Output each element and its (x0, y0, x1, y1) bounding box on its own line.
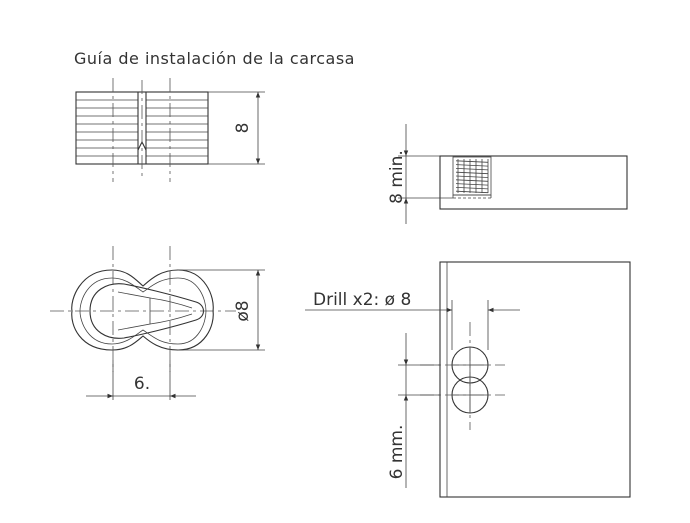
drill-callout-label: Drill x2: ø 8 (313, 290, 411, 310)
dim-min-depth-label: 8 min. (387, 150, 407, 204)
insert-side-view: 8 (75, 78, 265, 182)
pocket-thread-line (455, 175, 489, 178)
pocket-thread-line (455, 168, 489, 171)
insert-top-view: ø8 6. (50, 246, 265, 400)
drawing-title: Guía de instalación de la carcasa (74, 49, 355, 68)
dim-height-label: 8 (233, 123, 253, 134)
pocket-thread-line (455, 190, 489, 194)
pocket-thread-line (455, 187, 489, 190)
pocket-thread-line (455, 164, 489, 167)
pocket-thread-line (455, 179, 489, 182)
pocket-thread-line (455, 160, 489, 163)
dim-spacing-label: 6. (134, 374, 150, 394)
pocket-thread-line (455, 183, 489, 186)
panel-drill-view: Drill x2: ø 8 6 mm. (305, 261, 631, 498)
dim-diameter-label: ø8 (233, 300, 253, 321)
dim-edge-distance-label: 6 mm. (387, 425, 407, 480)
pocket-thread-line (455, 171, 489, 175)
panel-section-view: 8 min. (387, 124, 628, 224)
